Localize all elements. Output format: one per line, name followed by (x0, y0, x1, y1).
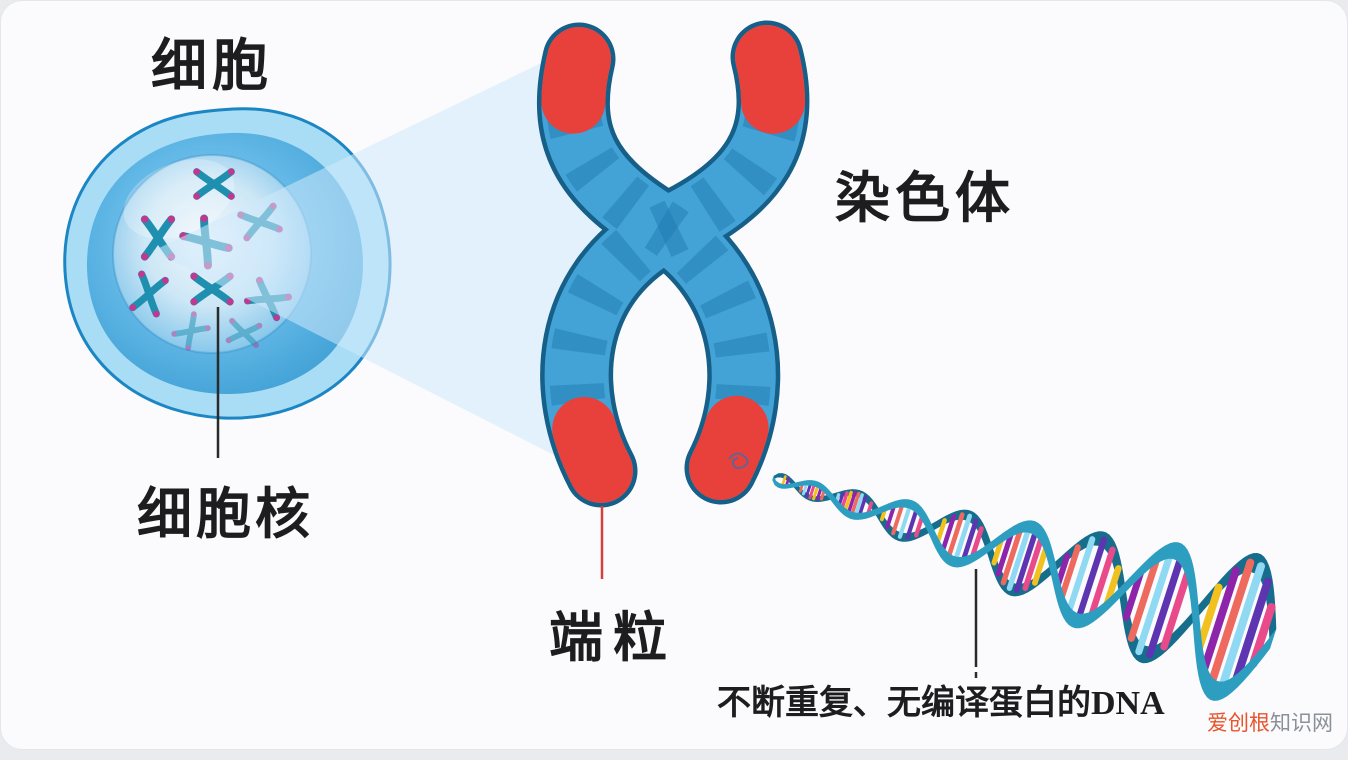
watermark-suffix: 知识网 (1270, 712, 1333, 735)
watermark-brand: 爱创根 (1207, 712, 1270, 735)
zoom-beam (153, 34, 601, 479)
watermark: 爱创根知识网 (1207, 707, 1333, 737)
telomere-tips-right (544, 25, 806, 503)
swirl-mark (728, 452, 749, 469)
cell-label: 细胞 (151, 36, 273, 98)
telomere-label: 端粒 (549, 608, 677, 668)
chromosome-label: 染色体 (835, 168, 1016, 229)
telomere-tips-left (541, 27, 776, 500)
nucleus-label: 细胞核 (137, 484, 315, 545)
dna-helix (772, 473, 1277, 701)
chromosome-illustration (536, 20, 810, 508)
dna-label: 不断重复、无编译蛋白的DNA (717, 685, 1165, 722)
